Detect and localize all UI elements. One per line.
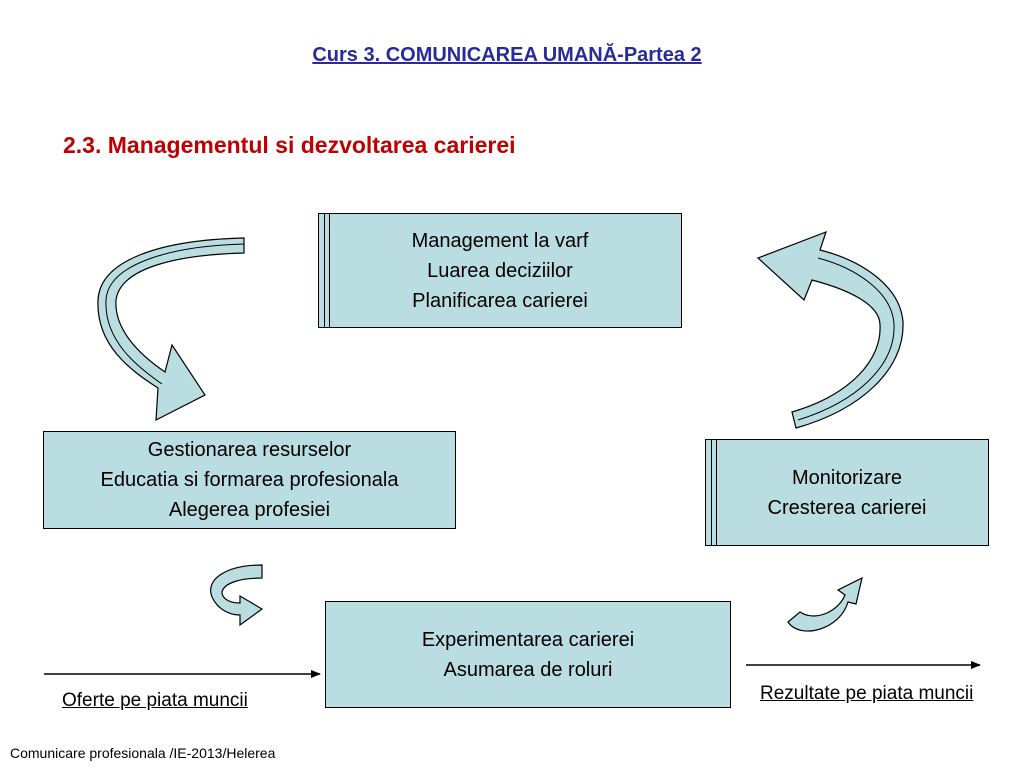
box-left-line-3: Alegerea profesiei xyxy=(168,499,331,521)
curved-arrow-top-right xyxy=(756,230,904,429)
small-arrow-left xyxy=(210,564,264,627)
box-bottom-line-1: Experimentarea carierei xyxy=(421,628,635,651)
box-bottom-line-2: Asumarea de roluri xyxy=(443,658,613,681)
label-job-offers: Oferte pe piata muncii xyxy=(62,690,248,711)
box-top-line-3: Planificarea carierei xyxy=(412,289,588,312)
box-left-line-1: Gestionarea resurselor xyxy=(147,439,352,461)
slide-footer: Comunicare profesionala /IE-2013/Helerea xyxy=(10,745,276,761)
small-arrow-right xyxy=(787,576,863,632)
slide-header-title: Curs 3. COMUNICAREA UMANĂ-Partea 2 xyxy=(312,44,702,66)
box-right-line-2: Cresterea carierei xyxy=(767,496,927,519)
section-title: 2.3. Managementul si dezvoltarea cariere… xyxy=(63,132,516,158)
box-monitoring: Monitorizare Cresterea carierei xyxy=(705,439,989,546)
box-experimentation: Experimentarea carierei Asumarea de rolu… xyxy=(325,601,731,708)
label-job-results: Rezultate pe piata muncii xyxy=(760,683,974,704)
box-top-line-1: Management la varf xyxy=(411,229,589,252)
box-top-line-2: Luarea deciziilor xyxy=(427,259,573,282)
box-resources: Gestionarea resurselor Educatia si forma… xyxy=(43,431,456,529)
box-left-line-2: Educatia si formarea profesionala xyxy=(100,469,399,491)
curved-arrow-top-left xyxy=(97,237,245,422)
box-right-line-1: Monitorizare xyxy=(791,466,903,489)
box-management: Management la varf Luarea deciziilor Pla… xyxy=(318,213,682,328)
